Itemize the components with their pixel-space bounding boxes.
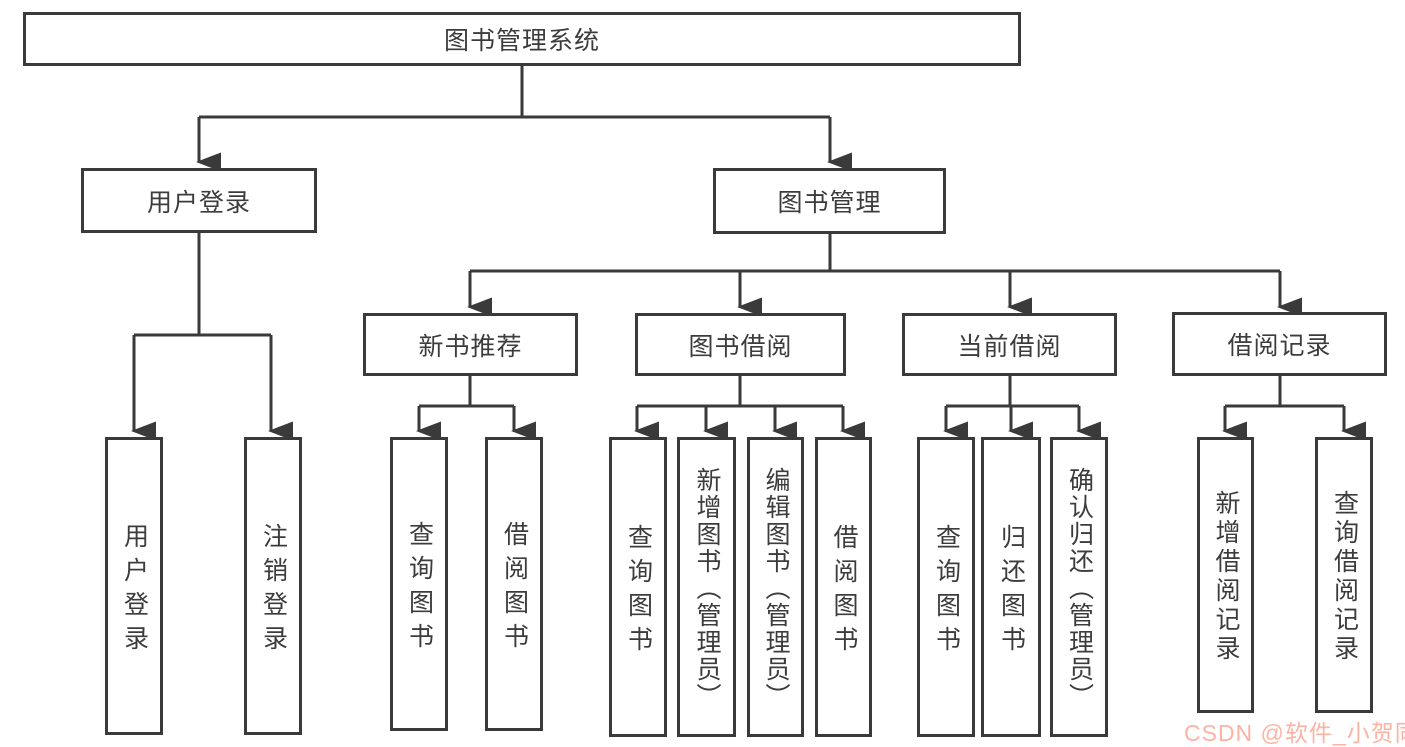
leaf-add-borrow-record-label: 新增借阅记录 xyxy=(1212,490,1240,664)
leaf-logout: 注销登录 xyxy=(244,437,302,735)
leaf-confirm-return-admin: 确认归还（管理员） xyxy=(1050,437,1108,737)
node-root: 图书管理系统 xyxy=(23,12,1021,66)
leaf-recommend-query-books-label: 查询图书 xyxy=(405,520,434,657)
leaf-edit-book-admin-label: 编辑图书（管理员） xyxy=(762,466,790,710)
leaf-query-borrow-record: 查询借阅记录 xyxy=(1315,437,1373,713)
node-book-borrow-label: 图书借阅 xyxy=(688,332,793,361)
node-current-borrow-label: 当前借阅 xyxy=(957,332,1062,361)
leaf-recommend-query-books: 查询图书 xyxy=(390,437,448,731)
node-new-book-recommend-label: 新书推荐 xyxy=(418,332,523,361)
leaf-add-book-admin-label: 新增图书（管理员） xyxy=(693,466,721,710)
leaf-current-query-books: 查询图书 xyxy=(917,437,975,737)
leaf-logout-label: 注销登录 xyxy=(259,522,288,659)
node-root-label: 图书管理系统 xyxy=(443,27,600,55)
leaf-confirm-return-admin-label: 确认归还（管理员） xyxy=(1065,466,1094,710)
leaf-return-book: 归还图书 xyxy=(981,437,1041,737)
node-book-borrow: 图书借阅 xyxy=(635,313,846,376)
leaf-borrow-query-books: 查询图书 xyxy=(609,437,667,737)
leaf-add-book-admin: 新增图书（管理员） xyxy=(677,437,736,737)
node-book-management-label: 图书管理 xyxy=(777,189,882,217)
leaf-current-query-books-label: 查询图书 xyxy=(932,523,961,660)
node-current-borrow: 当前借阅 xyxy=(902,313,1117,376)
leaf-user-login: 用户登录 xyxy=(105,437,163,735)
leaf-query-borrow-record-label: 查询借阅记录 xyxy=(1330,490,1359,664)
node-borrow-records-label: 借阅记录 xyxy=(1227,332,1332,360)
leaf-add-borrow-record: 新增借阅记录 xyxy=(1197,437,1254,713)
leaf-recommend-borrow-books: 借阅图书 xyxy=(485,437,543,731)
leaf-recommend-borrow-books-label: 借阅图书 xyxy=(500,520,529,657)
leaf-user-login-label: 用户登录 xyxy=(120,522,149,659)
leaf-borrow-query-books-label: 查询图书 xyxy=(624,523,653,660)
leaf-edit-book-admin: 编辑图书（管理员） xyxy=(747,437,804,737)
node-user-login: 用户登录 xyxy=(81,168,317,233)
node-user-login-label: 用户登录 xyxy=(146,188,251,217)
node-book-management: 图书管理 xyxy=(713,168,946,234)
watermark: CSDN @软件_小贺同学 xyxy=(1184,720,1405,746)
node-borrow-records: 借阅记录 xyxy=(1172,312,1387,376)
leaf-return-book-label: 归还图书 xyxy=(997,523,1026,660)
node-new-book-recommend: 新书推荐 xyxy=(363,313,578,376)
leaf-borrow-book-label: 借阅图书 xyxy=(830,523,858,660)
leaf-borrow-book: 借阅图书 xyxy=(815,437,872,737)
